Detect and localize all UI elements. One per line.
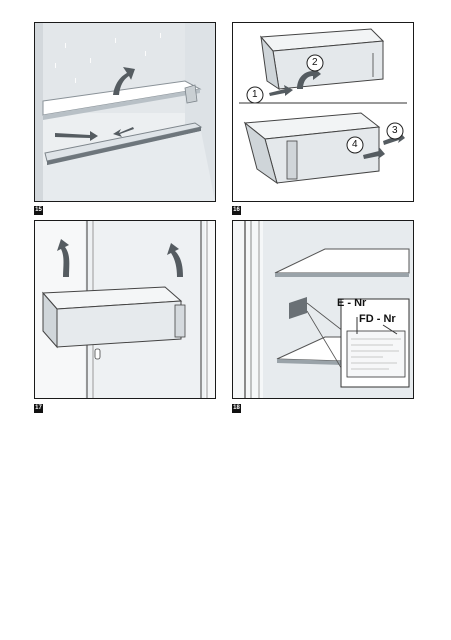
rating-plate-illustration: [233, 221, 413, 398]
figure-16-panel: 1 2 3 4: [232, 22, 414, 202]
e-nr-label: E - Nr: [337, 297, 367, 309]
shelf-removal-illustration: [35, 23, 215, 201]
step-3-label: 3: [392, 125, 398, 136]
fd-nr-label: FD - Nr: [359, 313, 396, 325]
figure-15-panel: [34, 22, 216, 202]
figure-17-number: 17: [34, 404, 43, 413]
step-2-label: 2: [312, 57, 318, 68]
figure-18-panel: E - Nr FD - Nr: [232, 220, 414, 399]
crisper-drawer-illustration: [239, 28, 407, 185]
door-shelf-illustration: [35, 221, 215, 398]
figure-15-number: 15: [34, 206, 43, 215]
figure-17-panel: [34, 220, 216, 399]
step-1-label: 1: [252, 89, 258, 100]
figure-18-number: 18: [232, 404, 241, 413]
step-4-label: 4: [352, 139, 358, 150]
figure-16-number: 16: [232, 206, 241, 215]
